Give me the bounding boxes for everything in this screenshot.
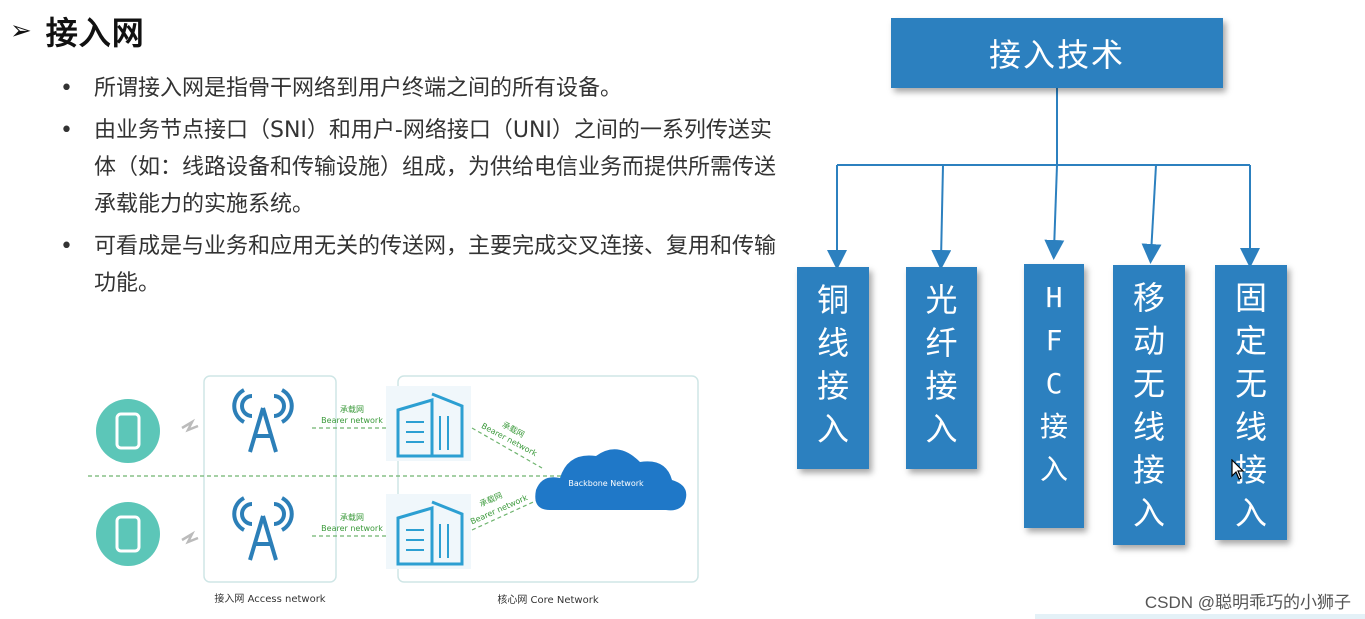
tree-leaf-node: 光纤接入 — [906, 267, 977, 469]
cloud-icon — [535, 449, 687, 511]
leaf-char: 入 — [1234, 494, 1267, 532]
bullet-dot-icon: • — [60, 118, 73, 143]
watermark: CSDN @聪明乖巧的小狮子 — [1144, 593, 1351, 612]
bullet-text: 所谓接入网是指骨干网络到用户终端之间的所有设备。 — [94, 76, 623, 101]
leaf-char: 接 — [1039, 410, 1068, 443]
arrow-bullet-icon: ➢ — [10, 16, 32, 46]
tree-leaf-node: 铜线接入 — [797, 267, 869, 469]
bullet-item: • 可看成是与业务和应用无关的传送网，主要完成交叉连接、复用和传输功能。 — [60, 228, 794, 302]
leaf-char: H — [1045, 281, 1063, 314]
leaf-char: 无 — [1234, 365, 1267, 403]
leaf-char: 入 — [816, 410, 849, 448]
leaf-char: 铜 — [816, 281, 849, 319]
backbone-label: Backbone Network — [568, 479, 644, 488]
phone-icon — [96, 502, 160, 566]
building-icon — [386, 386, 471, 461]
bearer-label-en: Bearer network — [321, 524, 383, 533]
leaf-char: 接 — [1132, 451, 1165, 489]
bullet-text: 由业务节点接口（SNI）和用户-网络接口（UNI）之间的一系列传送实体（如：线路… — [94, 118, 777, 217]
leaf-char: 入 — [1039, 453, 1068, 486]
leaf-label: 光纤接入 — [925, 279, 957, 451]
bearer-label-cn: 承载网 — [340, 404, 364, 414]
access-core-network-diagram: 承载网 Bearer network 承载网 Bearer network 承载… — [88, 375, 699, 606]
watermark-strip — [1035, 614, 1365, 619]
antenna-tower-icon — [232, 388, 294, 453]
leaf-label: 固定无线接入 — [1235, 277, 1267, 535]
leaf-char: F — [1045, 324, 1063, 357]
bearer-label-en: Bearer network — [321, 416, 383, 425]
tree-root-node: 接入技术 — [891, 18, 1223, 88]
bullet-dot-icon: • — [60, 76, 73, 101]
bullet-dot-icon: • — [60, 234, 73, 259]
leaf-char: 动 — [1132, 322, 1165, 360]
phone-icon — [96, 399, 160, 463]
access-network-caption: 接入网 Access network — [214, 592, 325, 605]
bullet-text: 可看成是与业务和应用无关的传送网，主要完成交叉连接、复用和传输功能。 — [94, 234, 777, 296]
bullet-item: • 所谓接入网是指骨干网络到用户终端之间的所有设备。 — [60, 70, 774, 107]
bullet-item: • 由业务节点接口（SNI）和用户-网络接口（UNI）之间的一系列传送实体（如：… — [60, 112, 784, 223]
leaf-char: 线 — [1132, 408, 1165, 446]
leaf-char: 线 — [816, 324, 849, 362]
tree-leaf-node: 固定无线接入 — [1215, 265, 1287, 540]
wireless-signal-icon — [181, 530, 199, 545]
leaf-char: 线 — [1234, 408, 1267, 446]
antenna-tower-icon — [232, 496, 294, 561]
core-network-caption: 核心网 Core Network — [497, 593, 598, 606]
leaf-char: 入 — [1132, 494, 1165, 532]
bearer-label-cn: 承载网 — [340, 512, 364, 522]
leaf-char: 移 — [1132, 279, 1165, 317]
leaf-char: 纤 — [925, 324, 958, 362]
building-icon — [386, 494, 471, 569]
tree-connectors — [827, 88, 1260, 270]
leaf-char: 固 — [1234, 279, 1267, 317]
leaf-char: 定 — [1234, 322, 1267, 360]
wireless-signal-icon — [181, 418, 199, 433]
core-region-box — [397, 375, 699, 583]
tree-leaf-node: 移动无线接入 — [1113, 265, 1185, 545]
leaf-label: 铜线接入 — [817, 279, 849, 451]
leaf-label: 移动无线接入 — [1133, 277, 1165, 535]
access-region-box — [203, 375, 337, 583]
bullet-list: • 所谓接入网是指骨干网络到用户终端之间的所有设备。 • 由业务节点接口（SNI… — [60, 70, 780, 307]
leaf-char: C — [1045, 367, 1063, 400]
leaf-char: 光 — [925, 281, 958, 319]
leaf-char: 无 — [1132, 365, 1165, 403]
mouse-cursor-icon — [1231, 459, 1245, 480]
leaf-char: 入 — [925, 410, 958, 448]
leaf-char: 接 — [925, 367, 958, 405]
page-title: 接入网 — [45, 14, 145, 52]
section-heading: ➢ 接入网 — [10, 8, 145, 54]
leaf-char: 接 — [816, 367, 849, 405]
